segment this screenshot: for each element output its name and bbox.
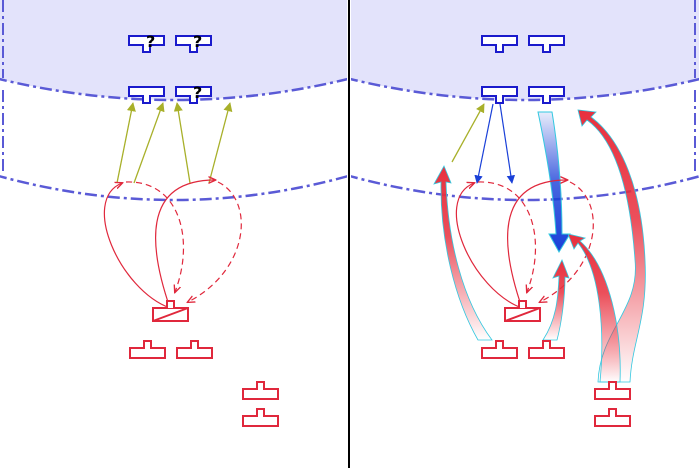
blue-t-piece-icon [128,86,165,104]
red-flow-arrow [542,259,570,341]
blue-t-piece-icon: ? [175,83,212,104]
blue-t-piece-icon: ? [128,32,165,53]
question-mark-icon: ? [146,32,155,51]
zone-boundary-lower [351,175,699,202]
right-panel [351,0,699,427]
opponent-zone [0,0,347,100]
slanted-piece-icon [504,300,541,322]
slanted-piece-icon [152,300,189,322]
blue-t-piece-icon [481,86,518,104]
opponent-zone [351,0,699,100]
zone-boundary-upper [351,77,699,102]
blue-flow-arrow [537,111,571,253]
red-inverted-t-piece-icon [176,340,213,359]
blue-arrows [474,103,516,184]
question-mark-icon: ? [193,83,202,102]
red-inverted-t-piece-icon [594,381,631,400]
zone-boundary-lower [0,175,347,202]
red-flow-arrows [433,109,646,383]
red-inverted-t-piece-icon [481,340,518,359]
red-inverted-t-piece-icon [242,408,279,427]
red-inverted-t-piece-icon [129,340,166,359]
blue-t-piece-icon [528,35,565,53]
blue-t-piece-icon [528,86,565,104]
red-inverted-t-piece-icon [594,408,631,427]
red-flow-arrow [567,233,621,383]
zone-boundary-upper [0,77,347,102]
blue-t-piece-icon [481,35,518,53]
left-panel: ? ? ? [0,0,347,427]
red-loop-arrows [103,180,242,309]
question-mark-icon: ? [193,32,202,51]
olive-arrow [451,103,485,163]
blue-t-piece-icon: ? [175,32,212,53]
red-loop-arrows [455,180,594,309]
red-inverted-t-piece-icon [242,381,279,400]
red-flow-arrow [577,109,646,383]
olive-arrows [116,102,233,184]
red-flow-arrow [433,165,493,341]
red-inverted-t-piece-icon [528,340,565,359]
